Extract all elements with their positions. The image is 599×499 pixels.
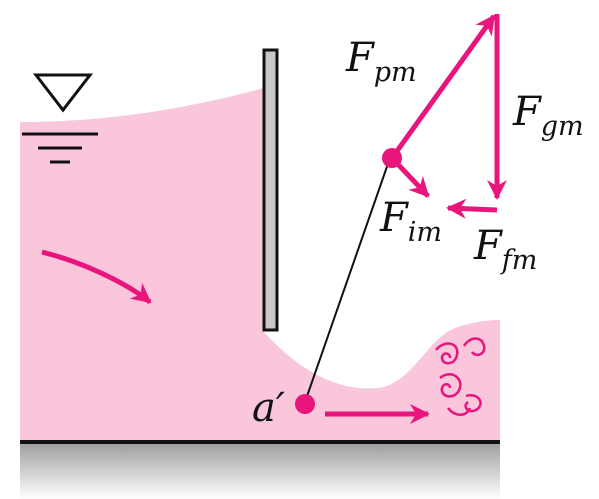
label-point-a: a′ bbox=[252, 385, 285, 431]
label-gravity-force: Fgm bbox=[513, 89, 584, 142]
label-inertia-force: Fim bbox=[380, 195, 443, 248]
friction-force-arrow bbox=[446, 198, 498, 219]
water-surface-symbol bbox=[22, 73, 98, 164]
inertia-force-arrow bbox=[390, 156, 430, 198]
sluice-gate bbox=[262, 48, 279, 332]
flow-arrow-upstream bbox=[41, 249, 152, 304]
ground bbox=[20, 443, 500, 499]
label-friction-force: Ffm bbox=[474, 223, 538, 276]
label-pressure-force: Fpm bbox=[346, 35, 417, 88]
pressure-force-arrow bbox=[389, 14, 497, 160]
water-region bbox=[20, 88, 500, 440]
streamline bbox=[304, 157, 391, 403]
particle-a bbox=[295, 394, 315, 414]
eddies bbox=[435, 337, 486, 416]
